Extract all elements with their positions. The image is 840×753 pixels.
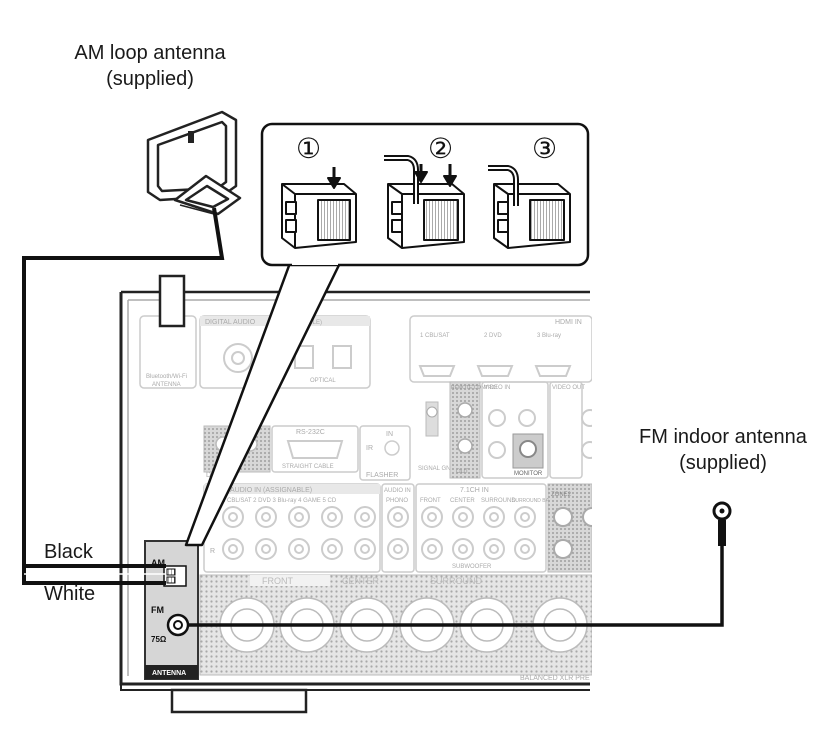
fm-indoor-antenna-title: FM indoor antenna bbox=[639, 426, 807, 448]
fm-indoor-antenna-supplied: (supplied) bbox=[679, 452, 767, 474]
am-loop-antenna-label: AM loop antenna (supplied) bbox=[50, 40, 250, 92]
spk-surround-label: SURROUND bbox=[430, 576, 483, 586]
callout-pointer bbox=[184, 262, 342, 547]
audio-in-assignable-label: AUDIO IN (ASSIGNABLE) bbox=[230, 487, 312, 494]
antenna-terminal-block: AM FM 75Ω ANTENNA bbox=[144, 540, 199, 680]
chassis-foot bbox=[170, 688, 308, 714]
hdmi-bluray-label: 3 Blu-ray bbox=[537, 333, 561, 339]
ohm-label: 75Ω bbox=[151, 635, 167, 644]
subwoofer-label: SUBWOOFER bbox=[452, 564, 492, 570]
flasher-label: FLASHER bbox=[366, 472, 398, 479]
fm-antenna-cable bbox=[188, 528, 724, 627]
step-1-number: ① bbox=[296, 132, 321, 165]
video-in-label: VIDEO IN bbox=[484, 385, 510, 391]
am-loop-antenna-supplied: (supplied) bbox=[106, 68, 194, 90]
balanced-label: BALANCED XLR PRE bbox=[520, 675, 590, 682]
hdmi-dvd-label: 2 DVD bbox=[484, 333, 502, 339]
fm-terminal-label: FM bbox=[151, 605, 164, 615]
white-wire-label: White bbox=[44, 583, 96, 605]
zone2-label: ZONE2 bbox=[551, 492, 572, 498]
step-2-number: ② bbox=[428, 132, 453, 165]
bt-antenna-sub: ANTENNA bbox=[152, 382, 181, 388]
surround-back-label: SURROUND BACK bbox=[512, 498, 557, 504]
spk-center-label: CENTER bbox=[342, 576, 380, 586]
front-label: FRONT bbox=[420, 498, 441, 504]
fm-indoor-antenna-label: FM indoor antenna (supplied) bbox=[612, 424, 834, 476]
ch71-in-label: 7.1CH IN bbox=[460, 487, 489, 494]
in-label: IN bbox=[386, 431, 393, 438]
antenna-terminal-name: ANTENNA bbox=[152, 670, 186, 677]
step-1-connector-icon bbox=[281, 167, 357, 249]
am-loop-antenna-icon bbox=[146, 110, 242, 216]
center-label: CENTER bbox=[450, 498, 475, 504]
step-2-connector-icon bbox=[384, 155, 465, 249]
step-3-number: ③ bbox=[532, 132, 557, 165]
step-3-connector-icon bbox=[488, 165, 571, 249]
spk-front-label: FRONT bbox=[262, 576, 293, 586]
ir-label: IR bbox=[366, 445, 373, 452]
bt-antenna-label: Bluetooth/Wi-Fi bbox=[146, 374, 187, 380]
rs232c-label: RS-232C bbox=[296, 429, 325, 436]
digital-audio-label: DIGITAL AUDIO bbox=[205, 319, 256, 326]
antenna-plug bbox=[158, 274, 186, 328]
optical-label: OPTICAL bbox=[310, 378, 336, 384]
straight-cable-label: STRAIGHT CABLE bbox=[282, 464, 334, 470]
hdmi-in-label: HDMI IN bbox=[555, 319, 582, 326]
phono-label: PHONO bbox=[386, 498, 408, 504]
audio-in-label: AUDIO IN bbox=[384, 488, 411, 494]
out-label: OUT bbox=[456, 469, 469, 475]
signal-gnd-label: SIGNAL GND bbox=[418, 466, 455, 472]
r-label: R bbox=[210, 548, 215, 555]
hdmi-cbl-label: 1 CBL/SAT bbox=[420, 333, 450, 339]
am-terminal-label: AM bbox=[151, 558, 165, 568]
audio-in-items-label: 1 CBL/SAT 2 DVD 3 Blu-ray 4 GAME 5 CD bbox=[222, 498, 337, 504]
video-out-label: VIDEO OUT bbox=[552, 385, 585, 391]
surround-label: SURROUND bbox=[481, 498, 516, 504]
monitor-label: MONITOR bbox=[514, 471, 543, 477]
am-loop-antenna-title: AM loop antenna bbox=[74, 42, 226, 64]
black-wire-label: Black bbox=[44, 541, 93, 563]
remote-control-label: REMOTE CONTROL bbox=[451, 385, 498, 391]
am-antenna-cable bbox=[22, 207, 225, 585]
